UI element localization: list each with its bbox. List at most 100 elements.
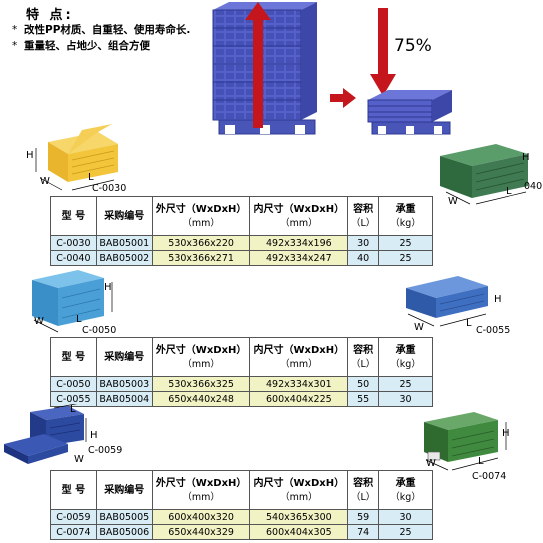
cell-model: C-0074 — [50, 524, 97, 540]
cell-purchase-no: BAB05001 — [95, 235, 153, 251]
outer-label: 外尺寸（WxDxH） — [155, 203, 247, 215]
inner-unit: （mm） — [280, 491, 318, 503]
table-header-row: 型 号 采购编号 外尺寸（WxDxH） （mm） 内尺寸（WxDxH） （mm） 容… — [50, 470, 433, 510]
feature-line-2: *重量轻、占地少、组合方便 — [12, 38, 150, 53]
cell-model: C-0055 — [50, 391, 97, 407]
features-title: 特 点: — [26, 8, 74, 23]
volume-label: 容积 — [353, 203, 374, 215]
inner-label: 内尺寸（WxDxH） — [253, 203, 345, 215]
col-model: 型 号 — [50, 196, 97, 236]
cell-purchase-no: BAB05003 — [95, 376, 153, 392]
col-volume: 容积 （L） — [347, 196, 380, 236]
length-label: L — [88, 172, 94, 183]
col-model: 型 号 — [50, 470, 97, 510]
inner-label: 内尺寸（WxDxH） — [253, 477, 345, 489]
volume-label: 容积 — [353, 344, 374, 356]
down-arrow-shaft — [378, 8, 388, 78]
up-arrow-shaft — [253, 18, 263, 128]
load-label: 承重 — [395, 477, 416, 489]
outer-label: 外尺寸（WxDxH） — [155, 344, 247, 356]
width-label: W — [34, 316, 44, 327]
bullet: * — [12, 24, 18, 36]
col-model: 型 号 — [50, 337, 97, 377]
volume-unit: （L） — [351, 491, 376, 503]
spec-table-3: 型 号 采购编号 外尺寸（WxDxH） （mm） 内尺寸（WxDxH） （mm） 容… — [50, 470, 433, 540]
col-outer: 外尺寸（WxDxH）（mm） — [151, 196, 251, 236]
length-label: L — [466, 318, 472, 329]
crate-c0030-image — [35, 124, 118, 191]
product-code-c0030: C-0030 — [92, 183, 127, 194]
cell-inner: 600x404x305 — [249, 524, 349, 540]
feature-text-1: 改性PP材质、自重轻、使用寿命长. — [24, 24, 191, 36]
cell-outer: 530x366x220 — [151, 235, 251, 251]
width-label: W — [74, 454, 84, 465]
cell-purchase-no: BAB05002 — [95, 250, 153, 266]
cell-load: 25 — [378, 235, 433, 251]
cell-inner: 492x334x196 — [249, 235, 349, 251]
stacked-crates-illustration — [212, 2, 317, 135]
col-volume: 容积 （L） — [347, 470, 380, 510]
crate-c0055-image — [406, 276, 488, 327]
cell-volume: 59 — [347, 509, 380, 525]
height-label: H — [522, 152, 530, 163]
table-header-row: 型 号 采购编号 外尺寸（WxDxH） （mm） 内尺寸（WxDxH） （mm） 容… — [50, 337, 433, 377]
cell-purchase-no: BAB05004 — [95, 391, 153, 407]
cell-load: 25 — [378, 250, 433, 266]
spec-table-1: 型 号 采购编号 外尺寸（WxDxH）（mm） 内尺寸（WxDxH）（mm） 容… — [50, 196, 433, 266]
feature-text-2: 重量轻、占地少、组合方便 — [24, 40, 150, 52]
cell-inner: 492x334x301 — [249, 376, 349, 392]
table-row: C-0040 BAB05002 530x366x271 492x334x247 … — [50, 250, 433, 266]
inner-unit: （mm） — [280, 358, 318, 370]
col-load: 承重（kg） — [378, 470, 433, 510]
crate-c0074-image — [424, 412, 507, 471]
cell-purchase-no: BAB05006 — [95, 524, 153, 540]
cell-model: C-0059 — [50, 509, 97, 525]
cell-volume: 30 — [347, 235, 380, 251]
reduction-percent: 75% — [394, 36, 432, 56]
spec-table-2: 型 号 采购编号 外尺寸（WxDxH） （mm） 内尺寸（WxDxH） （mm） 容… — [50, 337, 433, 407]
load-unit: （kg） — [390, 217, 421, 229]
table-row: C-0074 BAB05006 650x440x329 600x404x305 … — [50, 524, 433, 540]
outer-label: 外尺寸（WxDxH） — [155, 477, 247, 489]
col-purchase-no: 采购编号 — [95, 337, 153, 377]
load-unit: （kg） — [390, 358, 421, 370]
volume-label: 容积 — [353, 477, 374, 489]
width-label: W — [426, 458, 436, 469]
crate-c0059-image — [4, 404, 87, 464]
length-label: L — [478, 456, 484, 467]
height-label: H — [104, 282, 112, 293]
width-label: W — [414, 322, 424, 333]
load-label: 承重 — [395, 203, 416, 215]
inner-unit: （mm） — [280, 217, 318, 229]
volume-unit: （L） — [351, 217, 376, 229]
right-arrow-icon — [330, 88, 356, 108]
table-row: C-0059 BAB05005 600x400x320 540x365x300 … — [50, 509, 433, 525]
outer-unit: （mm） — [182, 358, 220, 370]
down-arrow-icon — [370, 74, 396, 96]
col-purchase-no: 采购编号 — [95, 470, 153, 510]
cell-inner: 492x334x247 — [249, 250, 349, 266]
cell-model: C-0040 — [50, 250, 97, 266]
col-outer: 外尺寸（WxDxH） （mm） — [151, 470, 251, 510]
cell-outer: 530x366x271 — [151, 250, 251, 266]
product-code-c0050: C-0050 — [82, 325, 117, 336]
product-code-c0059: C-0059 — [88, 445, 123, 456]
col-inner: 内尺寸（WxDxH） （mm） — [249, 337, 349, 377]
inner-label: 内尺寸（WxDxH） — [253, 344, 345, 356]
cell-inner: 600x404x225 — [249, 391, 349, 407]
cell-volume: 55 — [347, 391, 380, 407]
crate-c0040-image — [440, 144, 528, 205]
height-label: H — [90, 430, 98, 441]
col-inner: 内尺寸（WxDxH） （mm） — [249, 196, 349, 236]
cell-purchase-no: BAB05005 — [95, 509, 153, 525]
outer-unit: （mm） — [182, 491, 220, 503]
load-label: 承重 — [395, 344, 416, 356]
product-code-c0055: C-0055 — [476, 325, 511, 336]
crate-c0050-image — [32, 270, 113, 333]
cell-volume: 74 — [347, 524, 380, 540]
cell-load: 30 — [378, 509, 433, 525]
volume-unit: （L） — [351, 358, 376, 370]
cell-load: 30 — [378, 391, 433, 407]
cell-load: 25 — [378, 524, 433, 540]
width-label: W — [448, 196, 458, 207]
